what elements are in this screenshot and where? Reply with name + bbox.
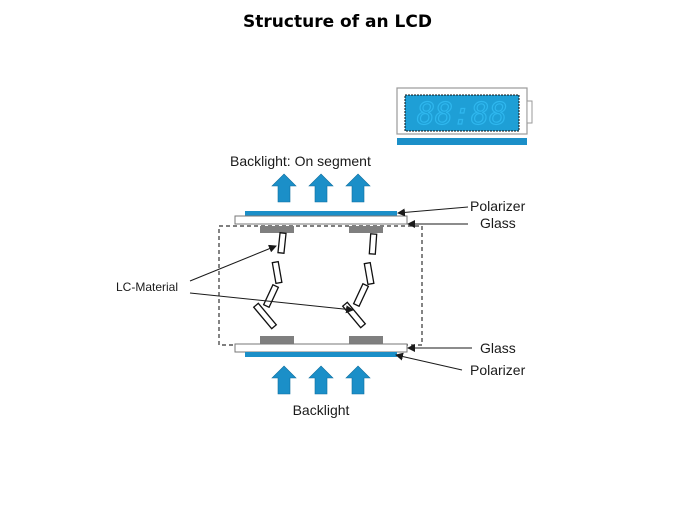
lc-molecule [341, 301, 367, 329]
up-arrow-icon [345, 173, 371, 203]
top-polarizer [245, 211, 397, 216]
bottom-electrode-right [349, 336, 383, 344]
up-arrow-icon [308, 173, 334, 203]
label-glass-top: Glass [480, 215, 516, 231]
callout-lc-material-1 [189, 244, 277, 282]
lc-molecule [277, 232, 287, 254]
bottom-arrows [271, 365, 371, 395]
lc-molecule [363, 261, 375, 286]
bottom-glass [234, 343, 408, 353]
label-backlight: Backlight [293, 402, 350, 418]
callout-polarizer-bottom [395, 352, 463, 371]
lc-molecule [252, 302, 278, 330]
callout-lc-material-2 [189, 292, 354, 314]
lc-molecule [368, 233, 378, 255]
display-readout: 88:88 [417, 97, 507, 132]
lc-molecule [262, 283, 280, 309]
top-electrode-right [349, 226, 383, 233]
lc-molecule [352, 282, 370, 308]
callout-polarizer-top [397, 206, 469, 217]
bottom-electrode-left [260, 336, 294, 344]
label-glass-bottom: Glass [480, 340, 516, 356]
callout-lines [189, 206, 472, 371]
display-base [397, 138, 527, 145]
label-lc-material: LC-Material [116, 280, 178, 294]
bottom-polarizer [245, 352, 397, 357]
up-arrow-icon [271, 365, 297, 395]
label-polarizer-bottom: Polarizer [470, 362, 526, 378]
lc-molecules-left [252, 232, 287, 330]
display-tab [526, 100, 533, 124]
page-title: Structure of an LCD [243, 12, 432, 32]
up-arrow-icon [271, 173, 297, 203]
display-screen [404, 94, 520, 132]
top-electrode-left [260, 226, 294, 233]
lc-molecule [271, 260, 283, 285]
up-arrow-icon [308, 365, 334, 395]
lc-cell-boundary [218, 225, 423, 346]
top-glass [234, 215, 408, 225]
lcd-display-illustration: 88:88 [396, 87, 533, 145]
label-polarizer-top: Polarizer [470, 198, 526, 214]
up-arrow-icon [345, 365, 371, 395]
label-backlight-on-segment: Backlight: On segment [230, 153, 371, 169]
lc-molecules-right [341, 233, 378, 329]
top-arrows [271, 173, 371, 203]
